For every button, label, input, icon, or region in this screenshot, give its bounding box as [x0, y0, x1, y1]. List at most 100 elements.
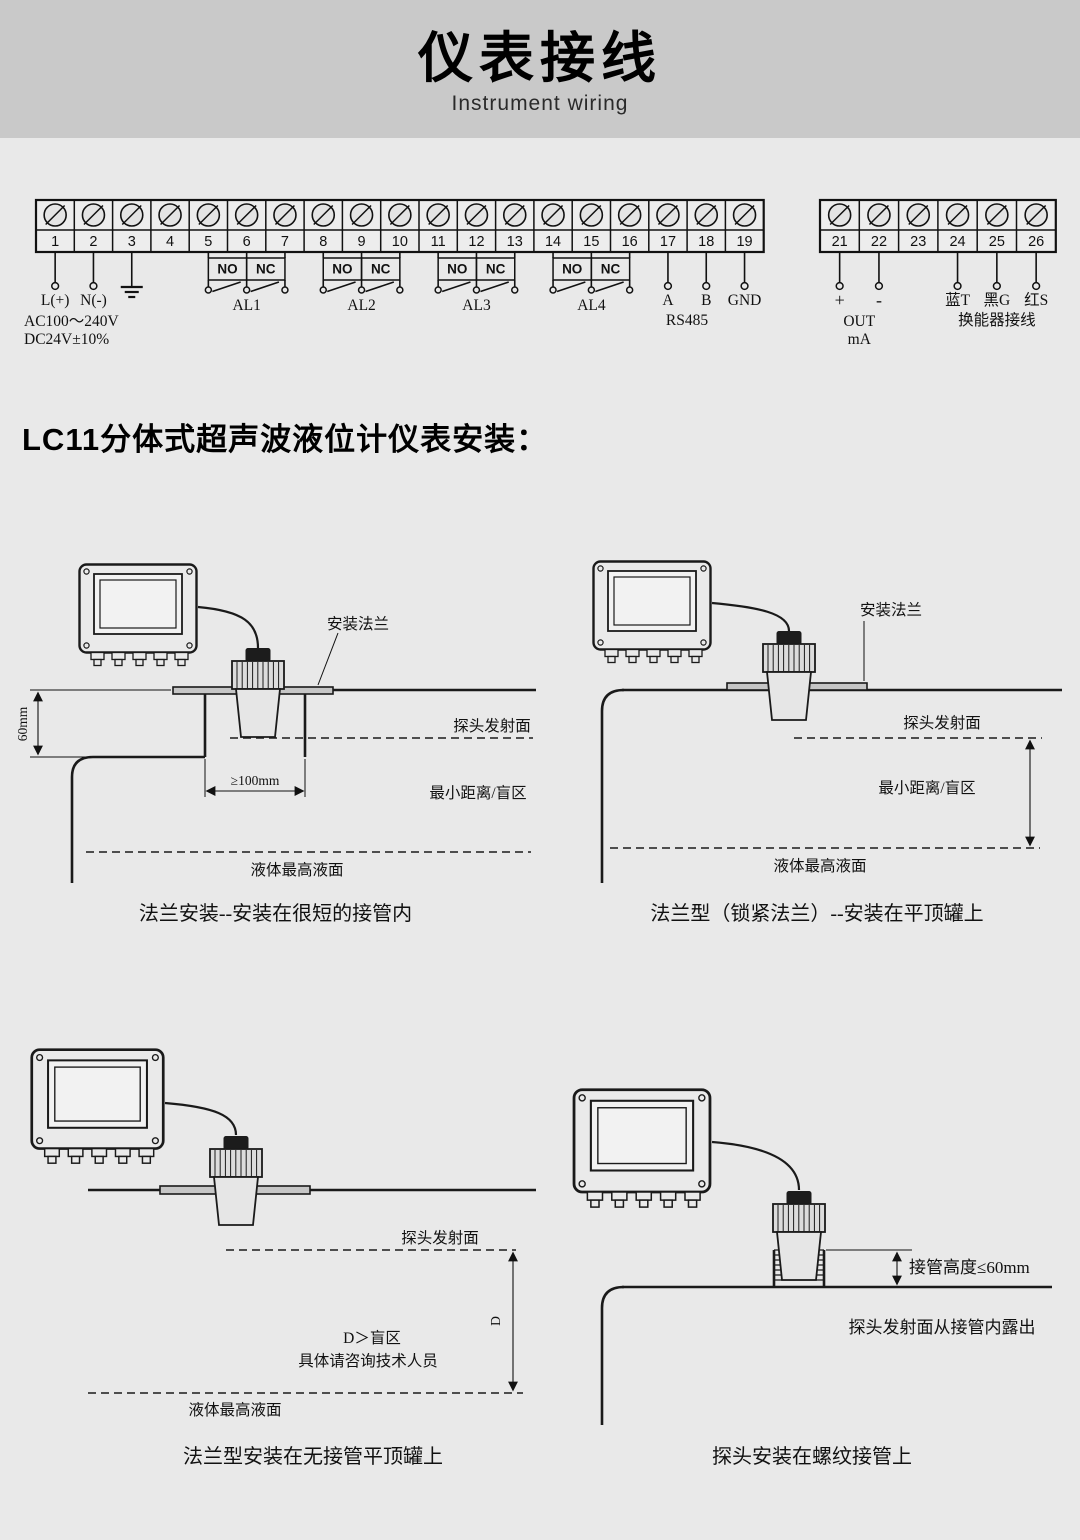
label-liquid-level: 液体最高液面	[250, 861, 343, 879]
terminal-number: 11	[431, 234, 446, 250]
terminal-number: 4	[166, 234, 174, 250]
ultrasonic-sensor	[209, 1135, 263, 1226]
relay-contact-icon	[326, 281, 356, 293]
terminal-number: 2	[89, 234, 97, 250]
label-emit-face-note: 探头发射面从接管内露出	[849, 1318, 1036, 1337]
label-nc: NC	[256, 262, 276, 277]
label-power-n: N(-)	[80, 292, 107, 309]
label-no: NO	[332, 262, 352, 277]
diagram-threaded-nozzle: 接管高度≤60mm 探头发射面从接管内露出 探头安装在螺纹接管上	[552, 1080, 1072, 1469]
ultrasonic-sensor	[762, 630, 816, 721]
terminal-number: 9	[358, 234, 366, 250]
label-transducer-black: 黑G	[984, 292, 1011, 309]
label-distance-d: D	[488, 1316, 503, 1326]
terminal-number: 16	[622, 234, 638, 250]
diagram-1-caption: 法兰安装--安装在很短的接管内	[138, 903, 413, 925]
diagram-1-svg: 安装法兰 探头发射面 最小距离/盲区 液体最高液面 ≥100mm 60mm	[15, 563, 536, 883]
label-al1: AL1	[232, 297, 260, 314]
relay-contact-icon	[250, 281, 280, 293]
label-transducer-blue: 蓝T	[945, 291, 971, 309]
label-al2: AL2	[347, 297, 375, 314]
terminal-number: 17	[660, 234, 676, 250]
terminal-number: 24	[949, 234, 965, 250]
label-liquid-level: 液体最高液面	[188, 1401, 281, 1419]
terminal-number: 12	[468, 234, 484, 250]
diagram-2-svg: 安装法兰 探头发射面 最小距离/盲区 液体最高液面	[592, 560, 1062, 883]
terminal-wires	[51, 252, 1041, 299]
terminal-number: 6	[243, 234, 251, 250]
label-nc: NC	[601, 262, 621, 277]
relay-contact-icon	[595, 281, 624, 293]
terminal-number: 8	[319, 234, 327, 250]
page-subtitle: Instrument wiring	[451, 91, 629, 115]
label-liquid-level: 液体最高液面	[773, 857, 866, 875]
label-no: NO	[447, 262, 467, 277]
terminal-number: 10	[392, 234, 408, 250]
label-power-l: L(+)	[41, 292, 70, 309]
relay-contact-icon	[480, 281, 510, 293]
diagram-4-svg: 接管高度≤60mm 探头发射面从接管内露出	[572, 1088, 1052, 1425]
label-emit-face: 探头发射面	[903, 714, 981, 732]
label-nc: NC	[371, 262, 391, 277]
diagram-3-caption: 法兰型安装在无接管平顶罐上	[183, 1446, 443, 1468]
diagram-2-caption: 法兰型（锁紧法兰）--安装在平顶罐上	[650, 903, 984, 925]
label-rs485-b: B	[701, 292, 711, 309]
label-power-dc: DC24V±10%	[24, 331, 109, 348]
controller-box	[592, 560, 712, 664]
label-out-unit: mA	[848, 331, 872, 348]
label-nozzle-height: 接管高度≤60mm	[909, 1258, 1030, 1277]
diagram-flange-no-nozzle: 探头发射面 D D＞盲区 具体请咨询技术人员 液体最高液面 法兰型安装在无接管平…	[8, 1035, 543, 1469]
label-out-minus: -	[876, 290, 882, 310]
relay-contact-icon	[441, 281, 471, 293]
diagram-lock-flange-flat-roof: 安装法兰 探头发射面 最小距离/盲区 液体最高液面 法兰型（锁紧法兰）--安装在…	[562, 545, 1072, 926]
ultrasonic-sensor	[772, 1190, 826, 1281]
label-al4: AL4	[577, 297, 606, 314]
label-nozzle-width: ≥100mm	[231, 773, 280, 788]
terminal-labels: L(+) N(-) AC100～240V DC24V±10% NO NC AL1…	[24, 262, 1048, 349]
terminal-number: 13	[507, 234, 523, 250]
label-al3: AL3	[462, 297, 491, 314]
sensor-cable	[711, 1140, 801, 1191]
controller-box	[78, 563, 198, 667]
label-consult-note: 具体请咨询技术人员	[298, 1352, 438, 1370]
label-emit-face: 探头发射面	[453, 717, 531, 735]
controller-box	[572, 1088, 712, 1209]
sensor-cable	[197, 605, 260, 649]
page-title: 仪表接线	[417, 27, 662, 89]
relay-contact-icon	[212, 281, 241, 293]
label-mounting-flange: 安装法兰	[860, 601, 922, 619]
ultrasonic-sensor	[231, 647, 285, 738]
label-no: NO	[562, 262, 582, 277]
label-blind-zone: 最小距离/盲区	[878, 779, 975, 797]
label-emit-face: 探头发射面	[401, 1229, 479, 1247]
label-nc: NC	[486, 262, 506, 277]
label-rs485: RS485	[666, 312, 708, 329]
terminal-number: 3	[128, 234, 136, 250]
label-out: OUT	[843, 313, 875, 330]
terminal-number: 5	[204, 234, 212, 250]
terminal-number: 23	[910, 234, 926, 250]
terminal-number: 1	[51, 234, 59, 250]
terminal-number: 25	[989, 234, 1005, 250]
label-rs485-a: A	[662, 292, 674, 309]
label-rs485-gnd: GND	[728, 292, 762, 309]
label-nozzle-height: 60mm	[15, 706, 30, 741]
label-power-ac: AC100～240V	[24, 313, 120, 330]
diagram-flange-short-nozzle: 安装法兰 探头发射面 最小距离/盲区 液体最高液面 ≥100mm 60mm 法兰…	[8, 545, 543, 926]
terminal-number: 18	[698, 234, 714, 250]
terminal-number: 14	[545, 234, 561, 250]
terminal-number: 7	[281, 234, 289, 250]
label-out-plus: +	[835, 290, 845, 310]
sensor-cable	[711, 601, 791, 632]
label-blind-zone: D＞盲区	[343, 1329, 401, 1347]
label-no: NO	[217, 262, 237, 277]
controller-box	[30, 1048, 165, 1165]
terminal-number: 21	[832, 234, 848, 250]
terminal-number: 26	[1028, 234, 1044, 250]
label-transducer-red: 红S	[1024, 291, 1048, 309]
terminal-number: 19	[736, 234, 752, 250]
relay-contact-icon	[365, 281, 395, 293]
diagram-3-svg: 探头发射面 D D＞盲区 具体请咨询技术人员 液体最高液面	[30, 1048, 536, 1419]
